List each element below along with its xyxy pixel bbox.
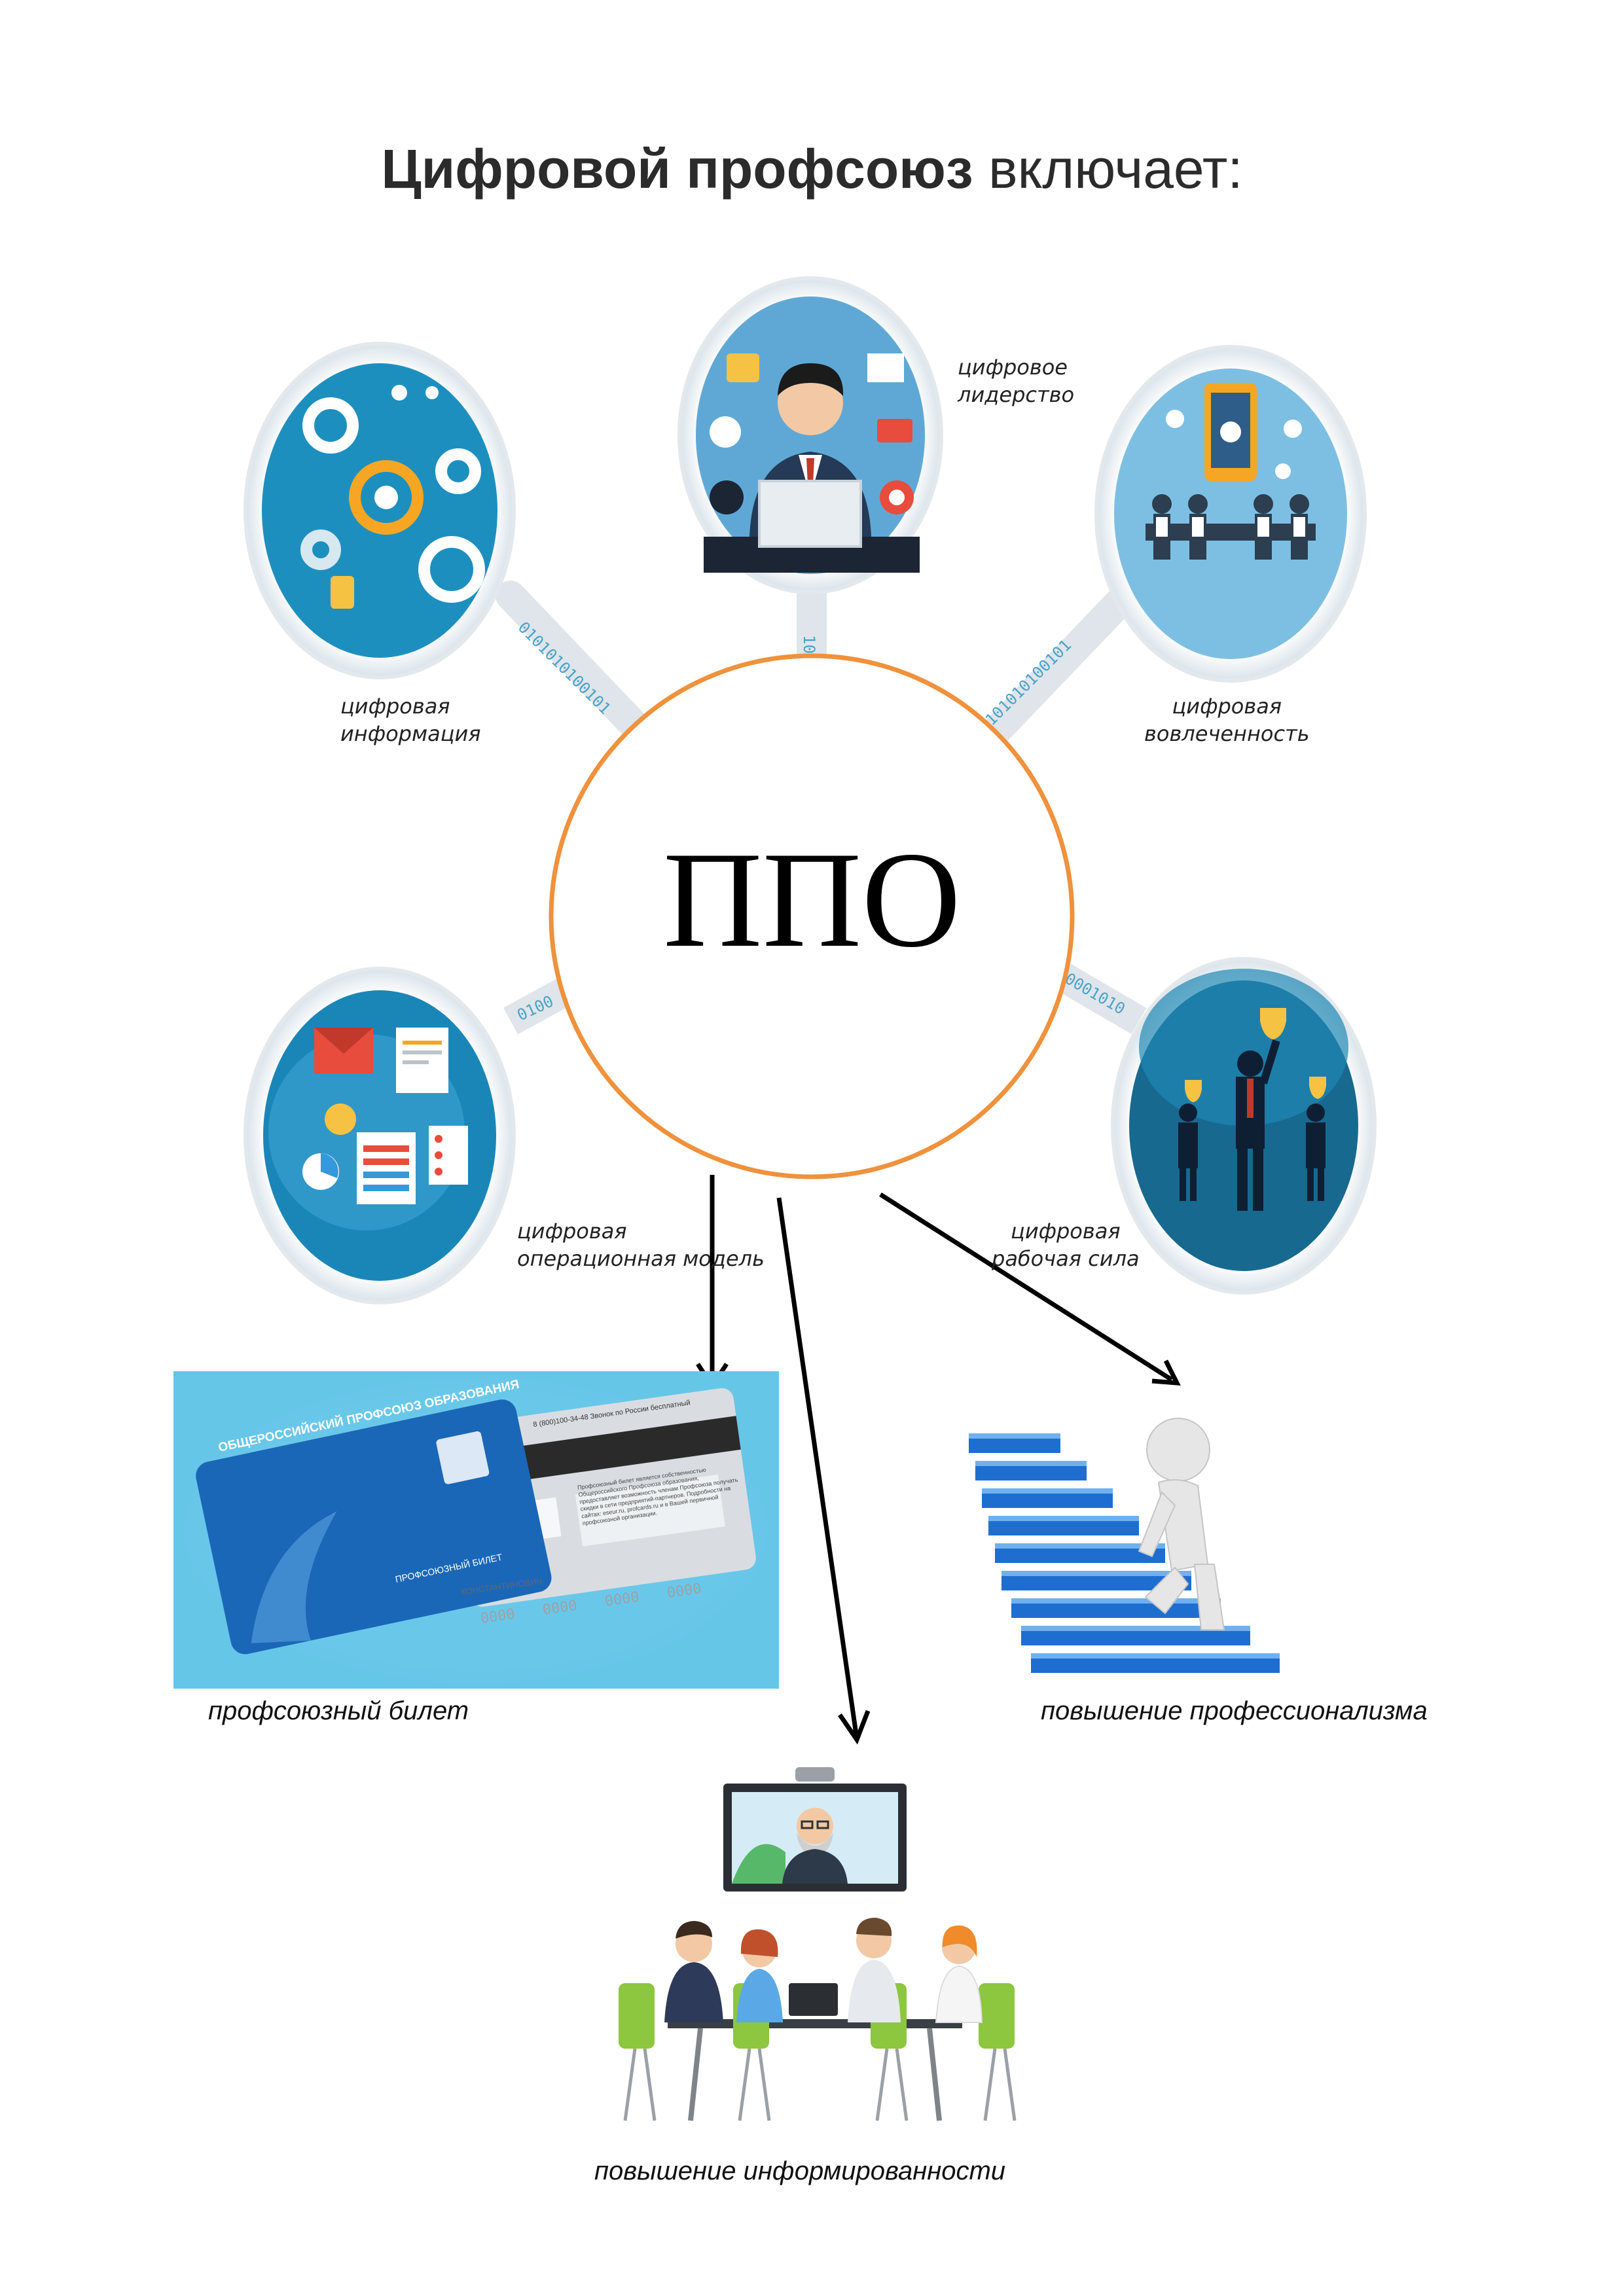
node-label-line: цифровая bbox=[1011, 1219, 1121, 1244]
node-workforce-image bbox=[1111, 957, 1377, 1295]
node-label-operational-model: цифровая операционная модель bbox=[517, 1217, 765, 1272]
union-card-image bbox=[173, 1371, 779, 1689]
node-label-line: рабочая сила bbox=[992, 1246, 1140, 1271]
node-label-line: информация bbox=[340, 721, 481, 746]
title-bold: Цифровой профсоюз bbox=[381, 138, 973, 200]
node-label-line: цифровая bbox=[517, 1219, 627, 1244]
node-label-engagement: цифровая вовлеченность bbox=[1144, 692, 1310, 747]
caption-awareness: повышение информированности bbox=[594, 2157, 1006, 2185]
node-information-image bbox=[244, 342, 516, 679]
node-label-line: цифровое bbox=[958, 355, 1068, 380]
page-title: Цифровой профсоюз включает: bbox=[0, 137, 1624, 201]
caption-professionalism: повышение профессионализма bbox=[1041, 1696, 1428, 1725]
node-label-line: операционная модель bbox=[517, 1246, 765, 1271]
node-label-leadership: цифровое лидерство bbox=[958, 353, 1074, 408]
stairs-figure-image bbox=[969, 1418, 1280, 1673]
title-rest: включает: bbox=[973, 138, 1243, 200]
caption-union-card: профсоюзный билет bbox=[208, 1696, 469, 1725]
node-label-line: цифровая bbox=[340, 694, 450, 719]
node-engagement-image bbox=[1094, 345, 1367, 683]
node-operational-model-image bbox=[244, 967, 516, 1304]
videoconference-image bbox=[619, 1767, 1017, 2121]
node-label-line: лидерство bbox=[958, 382, 1075, 407]
node-label-information: цифровая информация bbox=[340, 692, 481, 747]
node-label-line: вовлеченность bbox=[1144, 721, 1310, 746]
node-label-workforce: цифровая рабочая сила bbox=[992, 1217, 1140, 1272]
node-label-line: цифровая bbox=[1172, 694, 1282, 719]
center-label: ППО bbox=[663, 824, 961, 976]
center-circle bbox=[549, 653, 1075, 1179]
node-leadership-image bbox=[677, 276, 943, 594]
